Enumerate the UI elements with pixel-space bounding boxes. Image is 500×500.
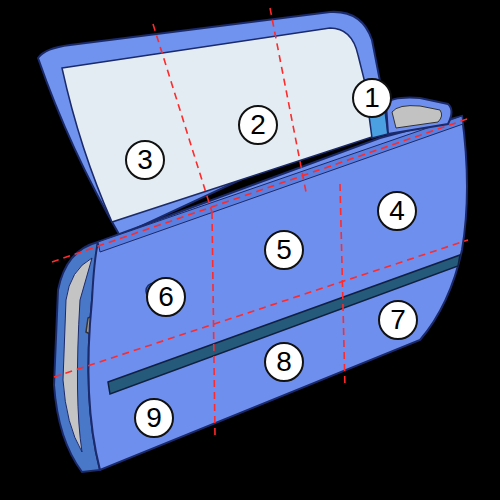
mirror-glass: [392, 106, 442, 128]
callout-circle: 3: [125, 140, 165, 180]
callout-number: 7: [390, 306, 406, 334]
callout-number: 4: [389, 197, 405, 225]
division-line: [54, 240, 468, 377]
division-line: [153, 24, 212, 212]
callout-number: 1: [364, 84, 380, 112]
callout-circle: 8: [264, 342, 304, 382]
division-line: [270, 8, 306, 192]
callout-circle: 9: [134, 398, 174, 438]
callout-number: 5: [276, 236, 292, 264]
callout-number: 2: [250, 111, 266, 139]
division-line: [212, 212, 215, 436]
callout-number: 3: [137, 146, 153, 174]
callout-circle: 5: [264, 230, 304, 270]
callout-number: 6: [158, 283, 174, 311]
division-line: [340, 184, 345, 388]
side-molding: [108, 255, 460, 394]
callout-circle: 4: [377, 191, 417, 231]
callout-circle: 1: [352, 78, 392, 118]
door-panel: [88, 116, 467, 470]
callout-circle: 2: [238, 105, 278, 145]
division-lines: [52, 8, 470, 436]
callout-circle: 7: [378, 300, 418, 340]
callout-circle: 6: [146, 277, 186, 317]
callout-number: 8: [276, 348, 292, 376]
callout-number: 9: [146, 404, 162, 432]
